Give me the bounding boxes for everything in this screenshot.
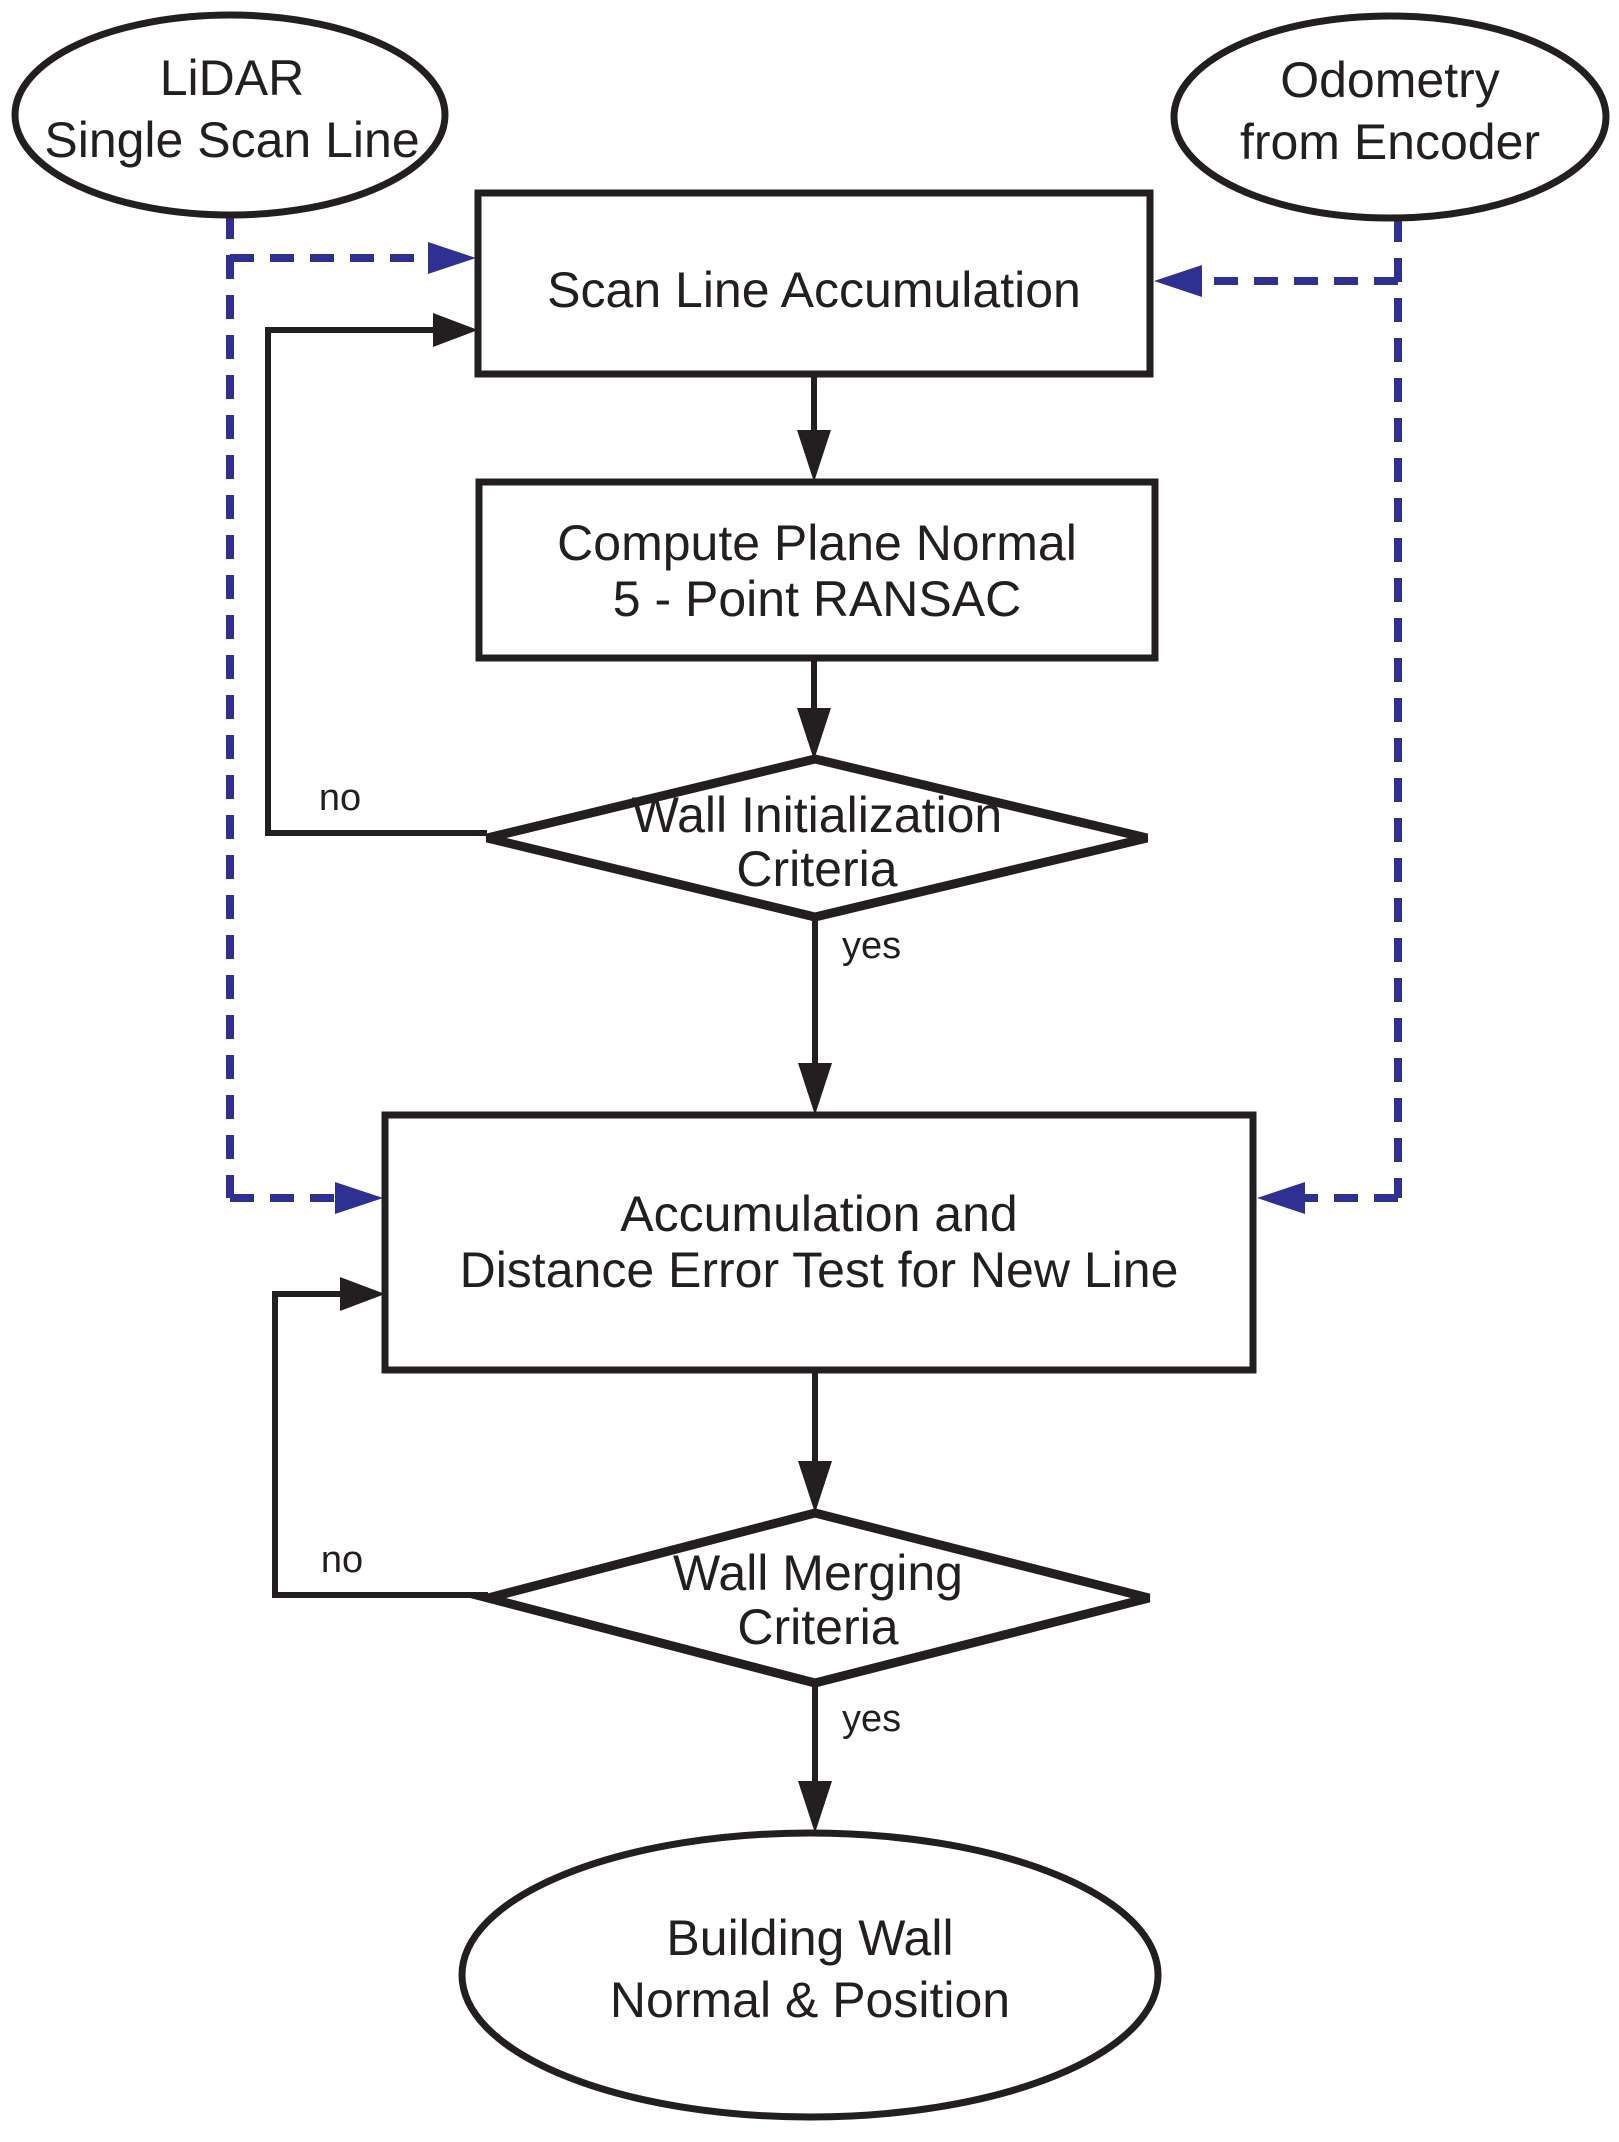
compute-plane-normal-box [475,478,1159,662]
edge-distance-test-to-wall-merging [798,1373,832,1513]
edge-wall-merging-no-loop [272,1277,488,1598]
edge-compute-to-wall-initialization [797,661,831,760]
arrowhead-down-4 [798,1461,832,1513]
building-wall-label-line2: Normal & Position [610,1972,1010,2028]
accumulation-distance-test-label-line1: Accumulation and [620,1186,1017,1242]
node-scan-line-accumulation: Scan Line Accumulation [474,189,1154,378]
building-wall-label-line1: Building Wall [666,1910,953,1966]
wall-merging-label-line2: Criteria [737,1599,898,1655]
lidar-ellipse [11,11,449,219]
edge-odometry-data [1154,218,1402,1214]
wall-merging-yes-label: yes [842,1698,901,1740]
node-lidar: LiDAR Single Scan Line [11,11,449,219]
lidar-label-line2: Single Scan Line [44,112,419,168]
edge-lidar-data [226,215,476,1214]
edge-scan-accumulation-to-compute [797,377,831,482]
arrowhead-right-2 [340,1277,385,1311]
node-wall-initialization: Wall Initialization Criteria [485,754,1149,922]
arrowhead-lidar-to-scan-accumulation [428,242,476,274]
node-accumulation-distance-test: Accumulation and Distance Error Test for… [381,1111,1257,1374]
edge-wall-initialization-yes [798,917,832,1115]
odometry-label-line2: from Encoder [1240,114,1540,170]
arrowhead-odometry-to-scan-accumulation [1154,265,1202,297]
wall-initialization-diamond [485,754,1149,922]
wall-merging-label-line1: Wall Merging [673,1545,963,1601]
arrowhead-down-2 [797,708,831,760]
odometry-ellipse [1170,12,1610,222]
scan-line-accumulation-label: Scan Line Accumulation [547,262,1081,318]
wall-merging-no-label: no [321,1539,363,1581]
compute-plane-normal-label-line1: Compute Plane Normal [557,515,1077,571]
node-wall-merging: Wall Merging Criteria [470,1508,1151,1688]
arrowhead-odometry-to-distance-test [1257,1182,1305,1214]
wall-initialization-yes-label: yes [842,925,901,967]
lidar-label-line1: LiDAR [160,50,304,106]
arrowhead-down-3 [798,1063,832,1115]
compute-plane-normal-label-line2: 5 - Point RANSAC [613,571,1021,627]
odometry-label-line1: Odometry [1280,52,1500,108]
arrowhead-down-1 [797,430,831,482]
building-wall-ellipse [458,1829,1162,2121]
arrowhead-lidar-to-distance-test [335,1182,383,1214]
edge-wall-merging-yes [798,1683,832,1833]
edge-wall-initialization-no-loop [265,313,487,836]
scan-line-accumulation-box [474,189,1154,378]
wall-initialization-no-label: no [319,777,361,819]
arrowhead-right-1 [433,313,478,347]
node-odometry: Odometry from Encoder [1170,12,1610,222]
wall-initialization-label-line2: Criteria [736,841,897,897]
wall-merging-diamond [470,1508,1151,1688]
accumulation-distance-test-box [381,1111,1257,1374]
accumulation-distance-test-label-line2: Distance Error Test for New Line [460,1242,1179,1298]
node-compute-plane-normal: Compute Plane Normal 5 - Point RANSAC [475,478,1159,662]
node-building-wall: Building Wall Normal & Position [458,1829,1162,2121]
wall-initialization-label-line1: Wall Initialization [632,787,1003,843]
arrowhead-down-5 [798,1781,832,1833]
